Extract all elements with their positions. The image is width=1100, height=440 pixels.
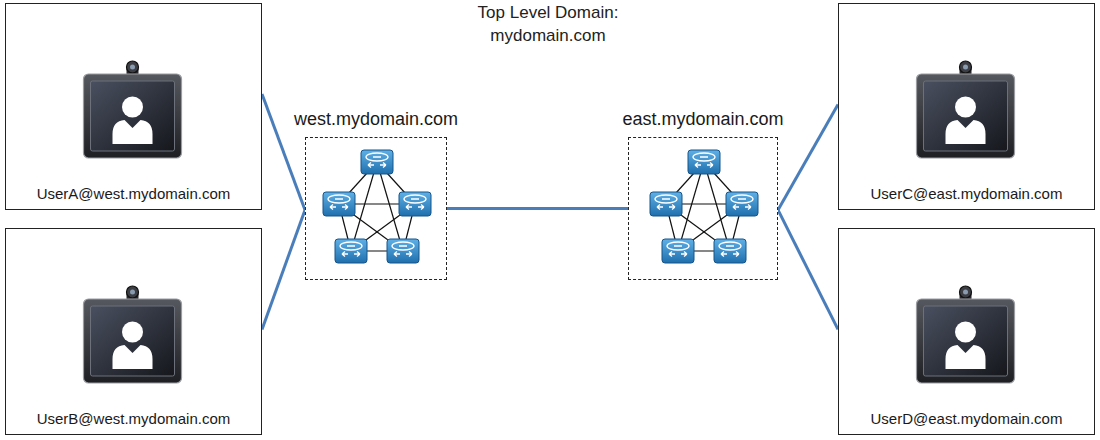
domain-label: east.mydomain.com — [620, 109, 785, 130]
screen-frame — [917, 74, 1015, 158]
endpoint-illustration — [6, 4, 263, 211]
screen-frame — [84, 299, 182, 383]
video-endpoint-icon — [84, 61, 182, 158]
endpoint-box: UserD@east.mydomain.com — [838, 228, 1095, 435]
router-body — [726, 192, 758, 216]
screen-frame — [84, 74, 182, 158]
person-body — [946, 345, 986, 369]
router-icon — [688, 150, 720, 174]
router-body — [387, 239, 419, 263]
network-link — [778, 104, 838, 209]
router-icon — [323, 192, 355, 216]
user-address: UserA@west.mydomain.com — [6, 185, 261, 202]
router-body — [361, 150, 393, 174]
video-endpoint-icon — [917, 286, 1015, 383]
router-body — [688, 150, 720, 174]
person-head — [955, 97, 976, 118]
router-icon — [726, 192, 758, 216]
camera — [127, 61, 139, 73]
person-head — [122, 322, 143, 343]
cluster-box: west.mydomain.com — [305, 137, 447, 280]
router-body — [714, 239, 746, 263]
router-arrows — [669, 246, 687, 257]
person-body — [113, 120, 153, 144]
screen — [91, 306, 175, 376]
router-icon — [399, 192, 431, 216]
router-icon — [662, 239, 694, 263]
camera-lens — [130, 290, 135, 295]
camera — [127, 286, 139, 298]
router-body — [662, 239, 694, 263]
router-mesh — [629, 138, 779, 281]
router-icon — [714, 239, 746, 263]
cluster-box: east.mydomain.com — [628, 137, 778, 280]
camera-lens — [130, 65, 135, 70]
camera-lens — [963, 290, 968, 295]
endpoint-illustration — [839, 229, 1096, 436]
router-arrows — [733, 199, 751, 210]
camera — [960, 61, 972, 73]
router-icon — [650, 192, 682, 216]
router-icon — [361, 150, 393, 174]
endpoint-box: UserA@west.mydomain.com — [5, 3, 262, 210]
network-link — [778, 210, 838, 330]
endpoint-box: UserC@east.mydomain.com — [838, 3, 1095, 210]
person-head — [122, 97, 143, 118]
router-arrows — [342, 246, 360, 257]
router-arrows — [330, 199, 348, 210]
router-arrows — [695, 157, 713, 168]
person-head — [955, 322, 976, 343]
user-address: UserB@west.mydomain.com — [6, 410, 261, 427]
screen — [91, 81, 175, 151]
router-icon — [387, 239, 419, 263]
router-arrows — [657, 199, 675, 210]
video-endpoint-icon — [917, 61, 1015, 158]
router-mesh — [306, 138, 448, 281]
user-address: UserC@east.mydomain.com — [839, 185, 1094, 202]
camera — [960, 286, 972, 298]
router-arrows — [368, 157, 386, 168]
router-body — [650, 192, 682, 216]
router-body — [399, 192, 431, 216]
diagram-title: Top Level Domain: mydomain.com — [463, 1, 633, 47]
video-endpoint-icon — [84, 286, 182, 383]
router-arrows — [394, 246, 412, 257]
endpoint-illustration — [839, 4, 1096, 211]
endpoint-illustration — [6, 229, 263, 436]
network-link — [262, 210, 305, 330]
endpoint-box: UserB@west.mydomain.com — [5, 228, 262, 435]
screen — [924, 81, 1008, 151]
router-body — [323, 192, 355, 216]
screen-frame — [917, 299, 1015, 383]
router-body — [335, 239, 367, 263]
user-address: UserD@east.mydomain.com — [839, 410, 1094, 427]
network-link — [447, 207, 628, 210]
router-arrows — [721, 246, 739, 257]
person-body — [113, 345, 153, 369]
router-arrows — [406, 199, 424, 210]
screen — [924, 306, 1008, 376]
domain-label: west.mydomain.com — [292, 109, 460, 130]
camera-lens — [963, 65, 968, 70]
person-body — [946, 120, 986, 144]
router-icon — [335, 239, 367, 263]
